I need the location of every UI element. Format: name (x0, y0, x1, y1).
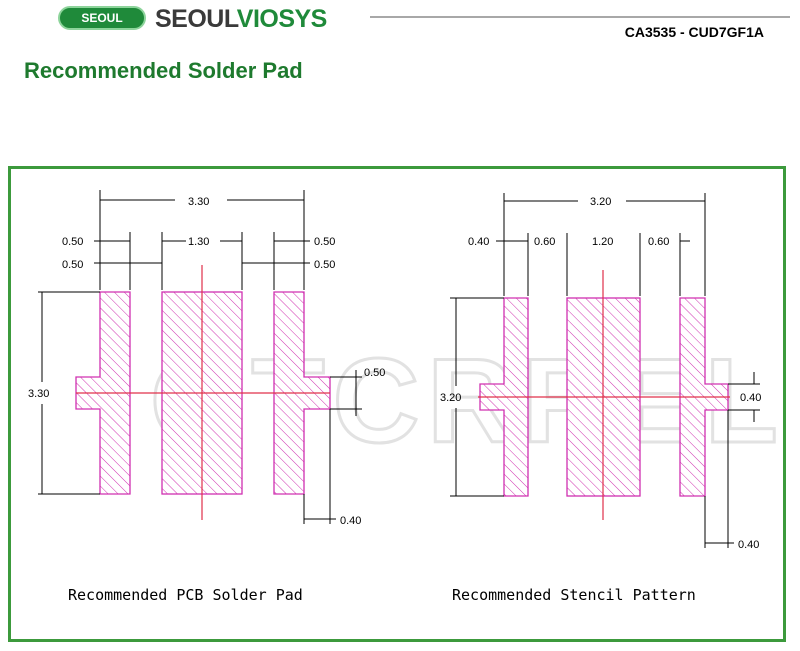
page-title: Recommended Solder Pad (24, 58, 303, 83)
stencil-left-pad-width-label: 0.40 (468, 236, 489, 248)
stencil-gap-left-label: 0.60 (534, 236, 555, 248)
stencil-tab-height-label: 0.40 (740, 392, 761, 404)
part-number: CA3535 - CUD7GF1A (624, 24, 764, 40)
logo-word-seoul: SEOUL (155, 5, 237, 33)
pcb-gap-left-label: 0.50 (62, 259, 83, 271)
logo-badge: SEOUL (58, 6, 146, 30)
pcb-caption: Recommended PCB Solder Pad (68, 586, 303, 604)
pcb-tab-extension-label: 0.40 (340, 515, 361, 527)
watermark: OTCRREL (150, 334, 786, 468)
pcb-tab-height-label: 0.50 (364, 367, 385, 379)
header-divider (370, 16, 790, 18)
stencil-caption: Recommended Stencil Pattern (452, 586, 696, 604)
drawing-frame (8, 166, 786, 642)
pcb-right-pad-width-label: 0.50 (314, 236, 335, 248)
company-logo: SEOULVIOSYS (155, 5, 327, 34)
pcb-center-pad-width-label: 1.30 (188, 236, 209, 248)
stencil-tab-extension-label: 0.40 (738, 539, 759, 551)
pcb-gap-right-label: 0.50 (314, 259, 335, 271)
stencil-gap-right-label: 0.60 (648, 236, 669, 248)
pcb-overall-height-label: 3.30 (28, 388, 49, 400)
stencil-center-pad-width-label: 1.20 (592, 236, 613, 248)
stencil-overall-height-label: 3.20 (440, 392, 461, 404)
pcb-pad-figure: 3.30 0.50 1.30 0.50 0.50 0.50 3.30 0.50 (28, 190, 385, 604)
stencil-figure: 3.20 0.40 0.60 1.20 0.60 3.20 0.40 0.40 … (440, 193, 761, 604)
pcb-left-pad-width-label: 0.50 (62, 236, 83, 248)
stencil-overall-width-label: 3.20 (590, 196, 611, 208)
pcb-overall-width-label: 3.30 (188, 196, 209, 208)
logo-word-viosys: VIOSYS (236, 5, 328, 33)
